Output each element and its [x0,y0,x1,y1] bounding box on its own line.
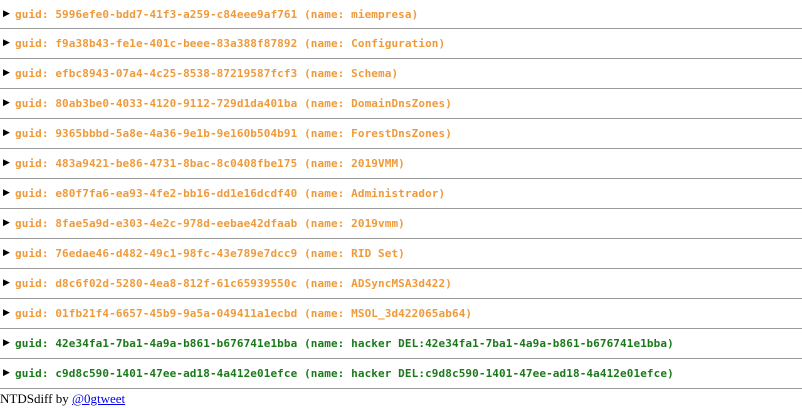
expand-arrow-icon[interactable]: ▶ [3,98,10,108]
entry-label[interactable]: guid: 76edae46-d482-49c1-98fc-43e789e7dc… [15,247,405,260]
entry-label[interactable]: guid: 01fb21f4-6657-45b9-9a5a-049411a1ec… [15,307,473,320]
expand-arrow-icon[interactable]: ▶ [3,38,10,48]
entry-label[interactable]: guid: efbc8943-07a4-4c25-8538-87219587fc… [15,67,399,80]
entry-row[interactable]: ▶ guid: 01fb21f4-6657-45b9-9a5a-049411a1… [0,299,802,329]
entry-label[interactable]: guid: c9d8c590-1401-47ee-ad18-4a412e01ef… [15,367,674,380]
expand-arrow-icon[interactable]: ▶ [3,218,10,228]
expand-arrow-icon[interactable]: ▶ [3,68,10,78]
expand-arrow-icon[interactable]: ▶ [3,308,10,318]
expand-arrow-icon[interactable]: ▶ [3,158,10,168]
expand-arrow-icon[interactable]: ▶ [3,128,10,138]
entry-row[interactable]: ▶ guid: e80f7fa6-ea93-4fe2-bb16-dd1e16dc… [0,179,802,209]
entry-label[interactable]: guid: d8c6f02d-5280-4ea8-812f-61c6593955… [15,277,452,290]
entry-label[interactable]: guid: 80ab3be0-4033-4120-9112-729d1da401… [15,97,452,110]
entry-row[interactable]: ▶ guid: 5996efe0-bdd7-41f3-a259-c84eee9a… [0,0,802,29]
expand-arrow-icon[interactable]: ▶ [3,8,10,19]
entry-label[interactable]: guid: 5996efe0-bdd7-41f3-a259-c84eee9af7… [15,7,419,21]
expand-arrow-icon[interactable]: ▶ [3,338,10,348]
entry-row[interactable]: ▶ guid: f9a38b43-fe1e-401c-beee-83a388f8… [0,29,802,59]
entry-row[interactable]: ▶ guid: 8fae5a9d-e303-4e2c-978d-eebae42d… [0,209,802,239]
expand-arrow-icon[interactable]: ▶ [3,188,10,198]
expand-arrow-icon[interactable]: ▶ [3,278,10,288]
entry-row[interactable]: ▶ guid: d8c6f02d-5280-4ea8-812f-61c65939… [0,269,802,299]
entry-row[interactable]: ▶ guid: 483a9421-be86-4731-8bac-8c0408fb… [0,149,802,179]
entry-label[interactable]: guid: 483a9421-be86-4731-8bac-8c0408fbe1… [15,157,405,170]
entry-label[interactable]: guid: 8fae5a9d-e303-4e2c-978d-eebae42dfa… [15,217,405,230]
entry-label[interactable]: guid: 42e34fa1-7ba1-4a9a-b861-b676741e1b… [15,337,674,350]
expand-arrow-icon[interactable]: ▶ [3,248,10,258]
entry-row[interactable]: ▶ guid: c9d8c590-1401-47ee-ad18-4a412e01… [0,359,802,389]
entry-row[interactable]: ▶ guid: 80ab3be0-4033-4120-9112-729d1da4… [0,89,802,119]
entry-label[interactable]: guid: 9365bbbd-5a8e-4a36-9e1b-9e160b504b… [15,127,452,140]
footer-prefix: NTDSdiff by [0,391,72,406]
entry-label[interactable]: guid: f9a38b43-fe1e-401c-beee-83a388f878… [15,37,446,50]
entry-row[interactable]: ▶ guid: 76edae46-d482-49c1-98fc-43e789e7… [0,239,802,269]
footer-credit: NTDSdiff by @0gtweet [0,389,802,408]
author-link[interactable]: @0gtweet [71,391,126,406]
entry-label[interactable]: guid: e80f7fa6-ea93-4fe2-bb16-dd1e16dcdf… [15,187,446,200]
expand-arrow-icon[interactable]: ▶ [3,368,10,378]
entry-list: ▶ guid: 5996efe0-bdd7-41f3-a259-c84eee9a… [0,0,802,389]
entry-row[interactable]: ▶ guid: 9365bbbd-5a8e-4a36-9e1b-9e160b50… [0,119,802,149]
entry-row[interactable]: ▶ guid: 42e34fa1-7ba1-4a9a-b861-b676741e… [0,329,802,359]
entry-row[interactable]: ▶ guid: efbc8943-07a4-4c25-8538-87219587… [0,59,802,89]
